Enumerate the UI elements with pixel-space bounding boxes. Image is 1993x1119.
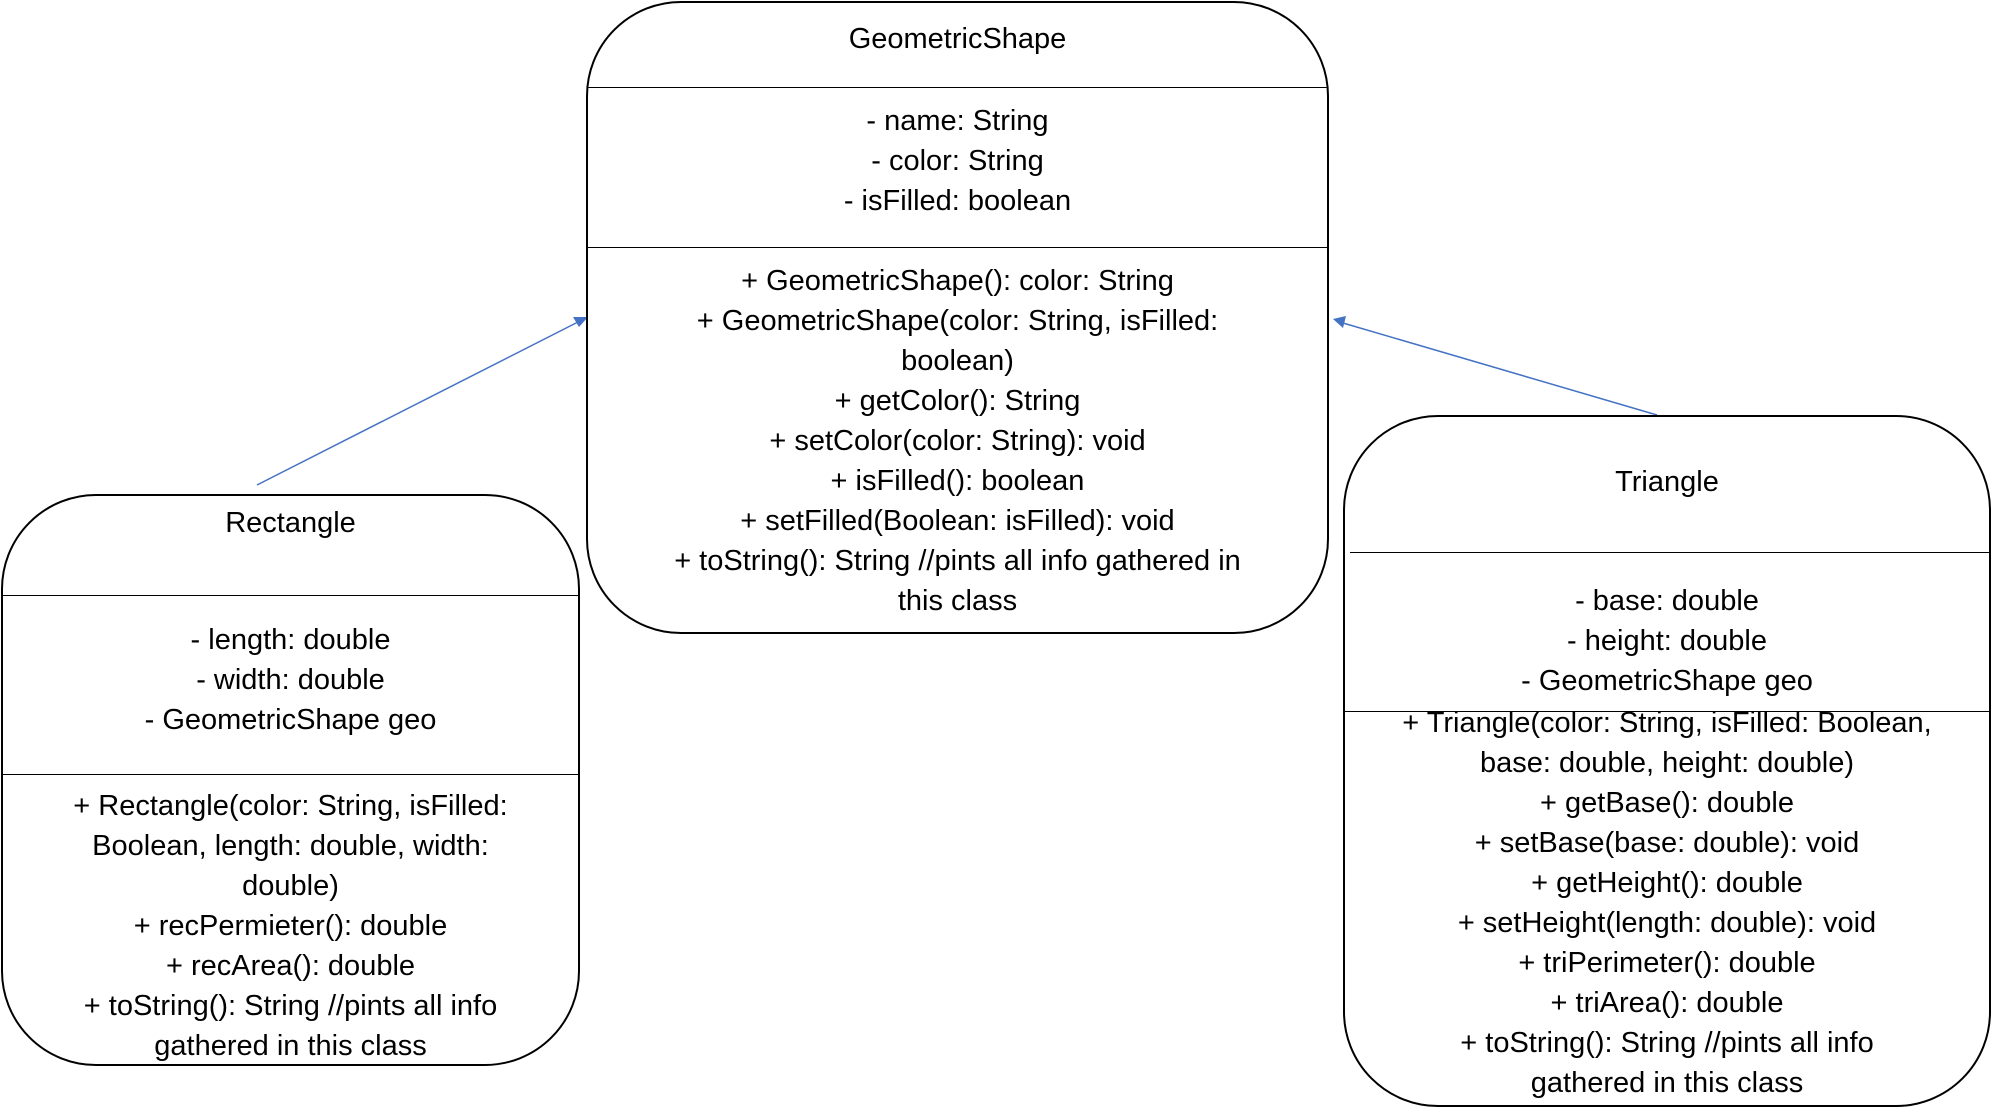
class-triangle: Triangle - base: double - height: double…: [1343, 415, 1991, 1107]
operations-section: + Triangle(color: String, isFilled: Bool…: [1345, 703, 1989, 1103]
divider: [588, 247, 1327, 248]
operation: + toString(): String //pints all info: [1460, 1027, 1874, 1059]
attribute: - name: String: [866, 105, 1049, 137]
operation: + setColor(color: String): void: [769, 425, 1146, 457]
operation: + GeometricShape(): color: String: [741, 265, 1174, 297]
class-name: GeometricShape: [848, 23, 1067, 55]
arrow-line: [1342, 322, 1658, 416]
operation: gathered in this class: [154, 1030, 427, 1062]
attribute: - color: String: [871, 145, 1044, 177]
operation: Boolean, length: double, width:: [92, 830, 489, 862]
operation: this class: [897, 585, 1018, 617]
operation: + getHeight(): double: [1531, 867, 1803, 899]
operation: boolean): [901, 345, 1014, 377]
divider: [3, 774, 578, 775]
operation: + getColor(): String: [834, 385, 1081, 417]
operation: + recPermieter(): double: [133, 910, 448, 942]
operation: + setHeight(length: double): void: [1457, 907, 1877, 939]
operation: + GeometricShape(color: String, isFilled…: [696, 305, 1219, 337]
operations-section: + GeometricShape(): color: String + Geom…: [588, 261, 1327, 621]
operation: + Rectangle(color: String, isFilled:: [73, 790, 508, 822]
operation: + Triangle(color: String, isFilled: Bool…: [1402, 707, 1932, 739]
class-rectangle: Rectangle - length: double - width: doub…: [1, 494, 580, 1066]
arrow-triangle-to-geometricshape: [1333, 316, 1658, 416]
divider: [1345, 711, 1989, 712]
operation: + getBase(): double: [1540, 787, 1794, 819]
divider: [1350, 552, 1989, 553]
operation: + toString(): String //pints all info ga…: [674, 545, 1241, 577]
arrow-rectangle-to-geometricshape: [256, 317, 588, 486]
attribute: - length: double: [190, 624, 391, 656]
operation: + triPerimeter(): double: [1518, 947, 1816, 979]
operation: base: double, height: double): [1479, 747, 1855, 779]
divider: [588, 87, 1327, 88]
operation: + setFilled(Boolean: isFilled): void: [740, 505, 1175, 537]
class-name: Triangle: [1615, 466, 1719, 498]
attribute: - GeometricShape geo: [144, 704, 437, 736]
operation: gathered in this class: [1530, 1067, 1804, 1099]
attribute: - GeometricShape geo: [1521, 665, 1813, 697]
arrowhead-icon: [1333, 316, 1346, 328]
operation: + recArea(): double: [165, 950, 416, 982]
operation: + toString(): String //pints all info: [83, 990, 498, 1022]
attribute: - isFilled: boolean: [843, 185, 1072, 217]
operations-section: + Rectangle(color: String, isFilled: Boo…: [3, 786, 578, 1064]
operation: double): [242, 870, 339, 902]
operation: + triArea(): double: [1550, 987, 1784, 1019]
attributes-section: - length: double - width: double - Geome…: [3, 620, 578, 740]
operation: + setBase(base: double): void: [1474, 827, 1860, 859]
divider: [3, 595, 578, 596]
class-name: Rectangle: [225, 507, 356, 539]
arrow-line: [256, 321, 579, 486]
attribute: - base: double: [1575, 585, 1759, 617]
attribute: - width: double: [196, 664, 385, 696]
attributes-section: - base: double - height: double - Geomet…: [1345, 581, 1989, 701]
class-geometricshape: GeometricShape - name: String - color: S…: [586, 1, 1329, 634]
operation: + isFilled(): boolean: [830, 465, 1085, 497]
attribute: - height: double: [1567, 625, 1767, 657]
attributes-section: - name: String - color: String - isFille…: [588, 101, 1327, 221]
